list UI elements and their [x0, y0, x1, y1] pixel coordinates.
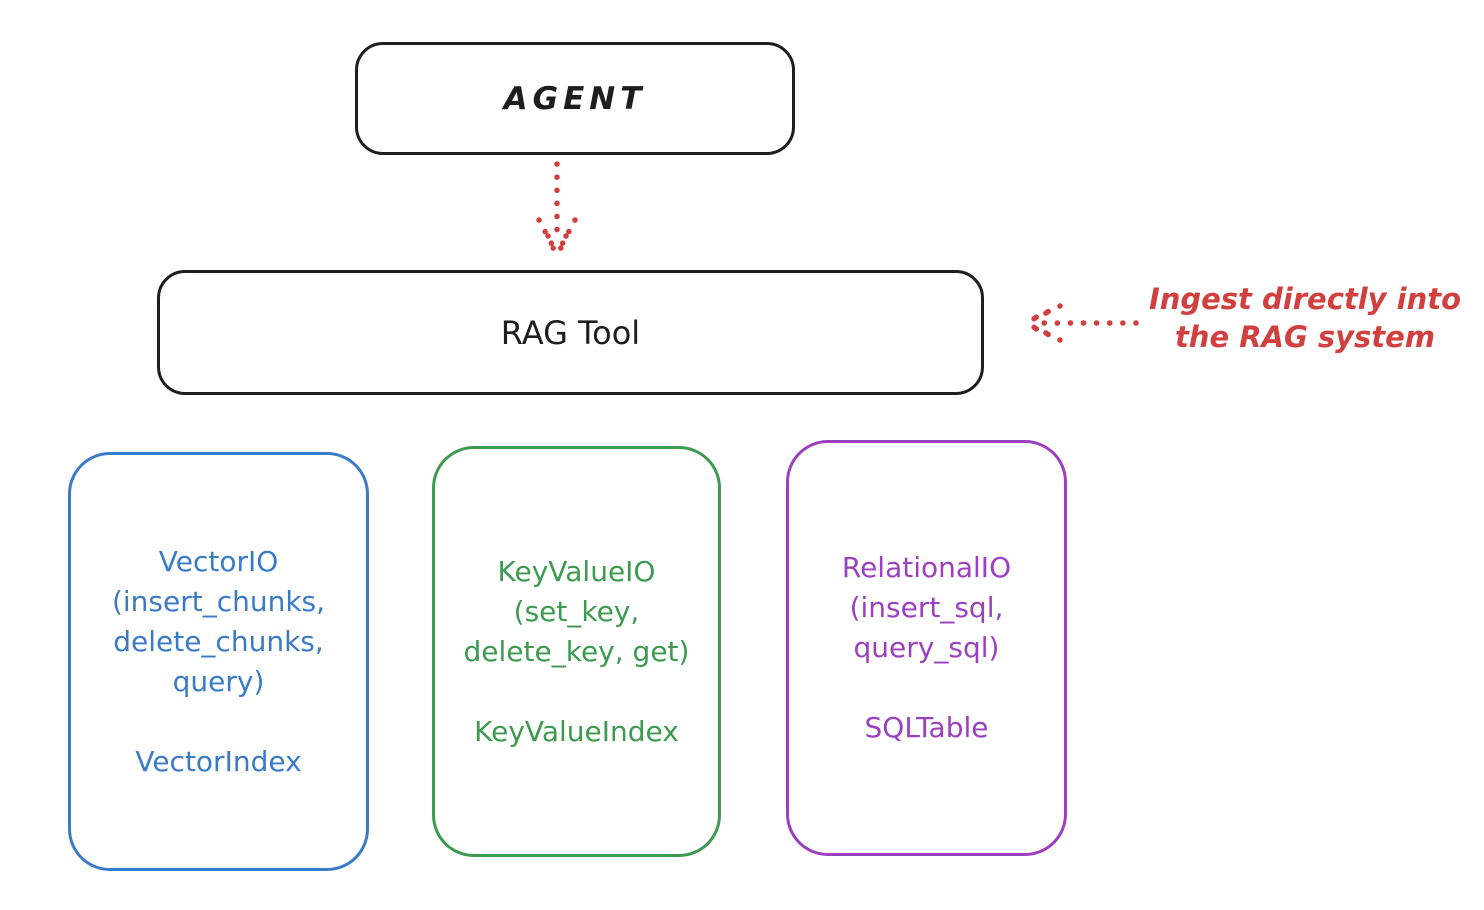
relational-io-line: RelationalIO: [841, 551, 1012, 584]
agent-box: AGENT: [355, 42, 795, 155]
vector-io-line: query): [172, 664, 265, 698]
vector-io-line: delete_chunks,: [113, 624, 324, 658]
agent-box-label: AGENT: [503, 80, 647, 117]
relational-io-line: (insert_sql,: [849, 591, 1004, 624]
vector-io-title: VectorIO (insert_chunks, delete_chunks, …: [112, 542, 325, 702]
sql-table-label: SQLTable: [864, 711, 989, 744]
keyvalue-index-label: KeyValueIndex: [474, 714, 679, 748]
dotted-arrow-down-icon: [536, 161, 578, 260]
vector-io-line: VectorIO: [158, 544, 279, 578]
relational-io-box: RelationalIO (insert_sql, query_sql) SQL…: [786, 440, 1067, 856]
keyvalue-io-title: KeyValueIO (set_key, delete_key, get): [464, 552, 690, 672]
dotted-arrow-left-icon: [1022, 303, 1139, 343]
ingest-annotation-line2: the RAG system: [1174, 320, 1436, 354]
keyvalue-io-line: delete_key, get): [463, 634, 690, 668]
relational-io-line: query_sql): [853, 631, 1000, 664]
vector-index-label: VectorIndex: [135, 744, 302, 778]
ingest-annotation: Ingest directly into the RAG system: [1135, 280, 1475, 356]
rag-tool-box-label: RAG Tool: [500, 313, 641, 352]
ingest-annotation-line1: Ingest directly into: [1148, 282, 1462, 316]
vector-io-line: (insert_chunks,: [111, 584, 326, 618]
keyvalue-io-line: KeyValueIO: [497, 554, 656, 588]
relational-io-title: RelationalIO (insert_sql, query_sql): [842, 548, 1011, 668]
vector-io-box: VectorIO (insert_chunks, delete_chunks, …: [68, 452, 369, 871]
keyvalue-io-line: (set_key,: [513, 594, 640, 628]
rag-tool-box: RAG Tool: [157, 270, 984, 395]
keyvalue-io-box: KeyValueIO (set_key, delete_key, get) Ke…: [432, 446, 721, 857]
